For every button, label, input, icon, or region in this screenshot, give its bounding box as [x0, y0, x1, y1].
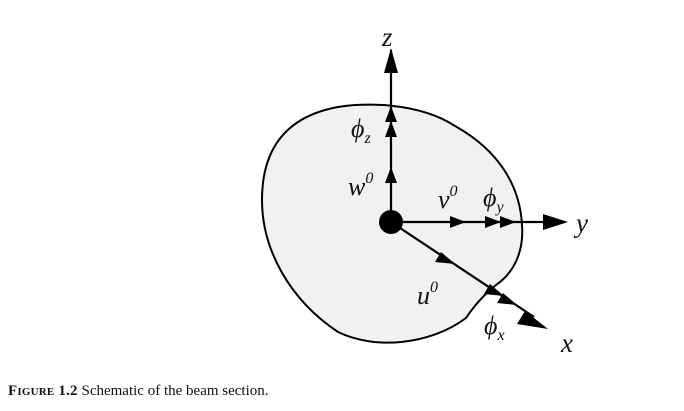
w0-superscript: 0	[365, 170, 373, 187]
phi-x-symbol: ϕ	[484, 311, 497, 340]
v0-superscript: 0	[450, 183, 458, 200]
phi-x-arrowhead-2	[497, 293, 517, 305]
figure-caption-text: Schematic of the beam section.	[77, 383, 269, 399]
phi-x-arrowhead-1	[484, 284, 504, 296]
y-axis-label: y	[573, 208, 588, 238]
v0-arrowhead	[450, 216, 466, 228]
z-axis-label: z	[381, 22, 393, 52]
z-axis-arrowhead	[384, 48, 398, 73]
phi-y-symbol: ϕ	[483, 183, 496, 212]
x-axis-label: x	[560, 328, 573, 358]
phi-y-arrowhead-2	[500, 216, 516, 228]
phi-y-arrowhead-1	[485, 216, 501, 228]
v0-label: v0	[438, 183, 458, 214]
figure-caption: Figure 1.2 Schematic of the beam section…	[8, 383, 269, 400]
v0-symbol: v	[438, 185, 450, 214]
phi-y-label: ϕy	[483, 183, 504, 216]
y-axis-arrowhead	[543, 214, 568, 230]
phi-y-subscript: y	[494, 199, 504, 216]
u0-superscript: 0	[430, 279, 438, 296]
u0-label: u0	[417, 279, 438, 310]
u0-arrowhead	[435, 252, 455, 264]
x-axis-arrowhead	[517, 311, 548, 329]
phi-z-label: ϕz	[351, 114, 371, 147]
origin-point	[379, 210, 403, 234]
w0-symbol: w	[348, 172, 366, 201]
w0-arrowhead	[385, 167, 397, 183]
phi-z-arrowhead-2	[385, 121, 397, 137]
w0-label: w0	[348, 170, 373, 201]
figure-label: Figure 1.2	[8, 383, 78, 399]
phi-x-subscript: x	[496, 327, 504, 344]
phi-z-subscript: z	[363, 130, 371, 147]
u0-symbol: u	[417, 281, 430, 310]
phi-z-arrowhead-1	[385, 106, 397, 122]
phi-x-label: ϕx	[484, 311, 505, 344]
phi-z-symbol: ϕ	[351, 114, 364, 143]
